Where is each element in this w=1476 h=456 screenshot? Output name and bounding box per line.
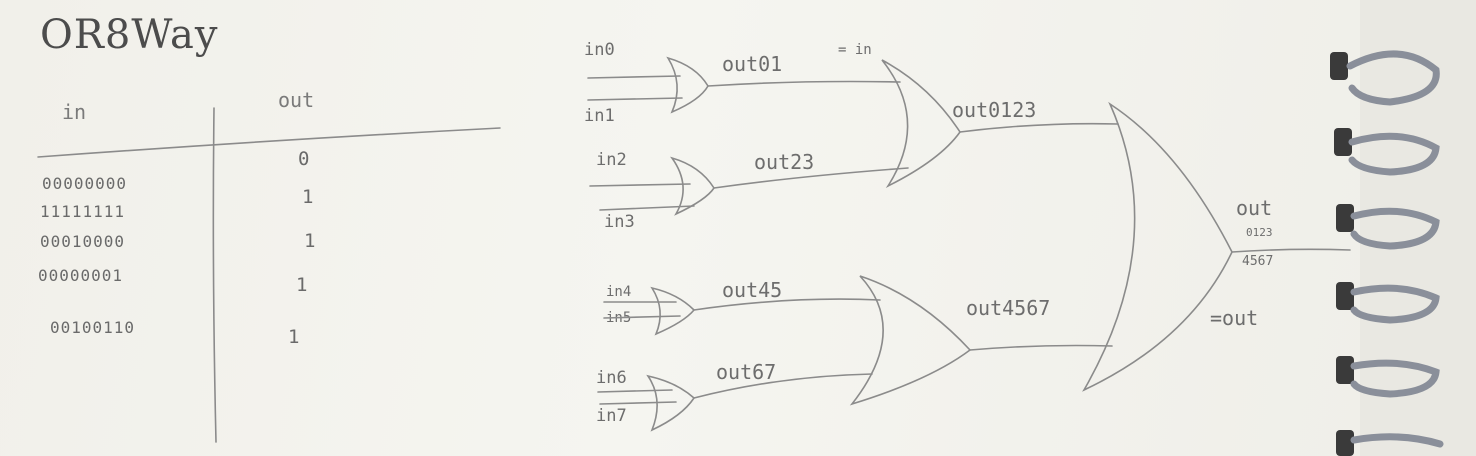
wire-label-out23: out23 — [754, 150, 815, 174]
or-gate-45 — [650, 286, 696, 336]
final-output-label: out — [1236, 196, 1273, 220]
wire-in0-in1 — [587, 75, 683, 101]
or-gate-0123 — [881, 59, 961, 189]
wire-out67 — [693, 373, 873, 399]
wire-out4567 — [969, 344, 1113, 351]
wire-in4-in5 — [603, 301, 681, 319]
wire-label-out45: out45 — [722, 278, 783, 302]
column-header-out: out — [278, 88, 315, 112]
or-gate-67 — [646, 374, 696, 432]
table-row-in: 00000000 — [42, 174, 128, 193]
wire-out45 — [693, 298, 881, 311]
wire-label-out4567: out4567 — [966, 296, 1051, 320]
table-row-out: 1 — [296, 274, 308, 296]
table-divider-line — [212, 107, 217, 443]
final-output-sub-bottom: 4567 — [1242, 254, 1274, 269]
wire-in6-in7 — [597, 389, 677, 405]
table-row-out: 1 — [302, 186, 314, 208]
table-row-out: 1 — [304, 230, 316, 252]
spiral-binding — [1330, 50, 1444, 456]
wire-label-out01: out01 — [722, 52, 783, 76]
wire-out0123 — [959, 122, 1119, 133]
input-label-in7: in7 — [596, 406, 627, 426]
or-gate-final — [1082, 101, 1233, 392]
table-row-in: 00100110 — [50, 318, 136, 337]
or-gate-23 — [670, 156, 715, 216]
wire-out23 — [713, 167, 909, 189]
input-label-in6: in6 — [596, 368, 627, 388]
table-row-in: 11111111 — [40, 202, 126, 221]
input-label-in0: in0 — [584, 40, 615, 60]
page-title: OR8Way — [40, 12, 219, 58]
wire-label-out67: out67 — [716, 360, 777, 384]
table-row-in: 00010000 — [40, 232, 126, 251]
table-row-out: 1 — [288, 326, 300, 348]
final-output-result: =out — [1210, 306, 1259, 330]
final-output-sub-top: 0123 — [1246, 226, 1273, 239]
page-edge — [1360, 0, 1476, 456]
wire-final-out — [1231, 248, 1351, 253]
wire-label-out0123: out0123 — [952, 98, 1037, 122]
input-label-in4: in4 — [606, 284, 632, 300]
input-label-in1: in1 — [584, 106, 615, 126]
wire-out01 — [707, 80, 901, 87]
wire-in2-in3 — [589, 183, 695, 211]
or-gate-01 — [666, 56, 709, 114]
table-row-in: 00000001 — [38, 266, 124, 285]
input-label-in3: in3 — [604, 212, 635, 232]
wire-note: = in — [838, 42, 872, 58]
table-header-line — [37, 127, 501, 158]
column-header-in: in — [62, 100, 87, 124]
input-label-in2: in2 — [596, 150, 627, 170]
table-row-out: 0 — [298, 148, 310, 170]
or-gate-4567 — [849, 275, 972, 406]
